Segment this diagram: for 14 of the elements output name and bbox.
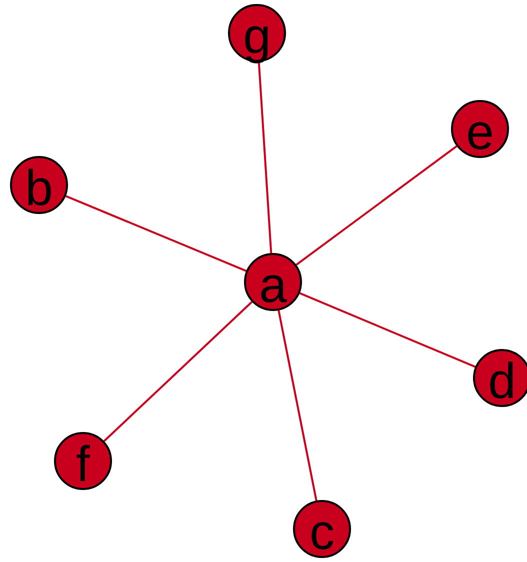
node-label: a: [259, 260, 287, 310]
node-circle: [244, 253, 302, 311]
connector-line: [296, 145, 458, 266]
node-circle: [473, 349, 527, 407]
connector-line: [103, 301, 253, 442]
connector-line: [299, 292, 476, 368]
connector-line: [258, 62, 272, 254]
node-label: f: [76, 439, 90, 489]
node-label: d: [488, 356, 516, 406]
connector-line: [278, 310, 318, 501]
node-label: b: [25, 163, 53, 213]
connector-line: [65, 195, 247, 272]
node-label: e: [466, 107, 494, 157]
node-label: c: [310, 507, 334, 557]
